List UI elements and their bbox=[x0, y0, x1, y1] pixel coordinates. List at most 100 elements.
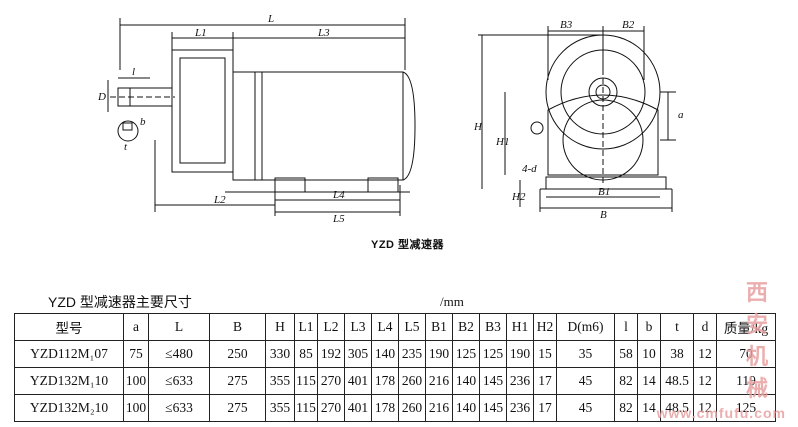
column-header: L5 bbox=[398, 313, 426, 341]
table-cell: 260 bbox=[398, 394, 426, 422]
table-cell: 140 bbox=[452, 394, 480, 422]
label-t: t bbox=[124, 141, 128, 153]
table-cell: 125 bbox=[479, 340, 507, 368]
table-cell: 178 bbox=[371, 394, 399, 422]
column-header: 型号 bbox=[14, 313, 124, 341]
label-D: D bbox=[97, 91, 106, 103]
table-cell: 192 bbox=[317, 340, 345, 368]
technical-drawing: L L1 L3 L2 L4 L5 l D b t B3 B2 H H1 a 4-… bbox=[97, 13, 684, 225]
column-header: L3 bbox=[344, 313, 372, 341]
column-header: L bbox=[148, 313, 210, 341]
table-cell: 100 bbox=[123, 394, 149, 422]
table-cell: 12 bbox=[693, 367, 717, 395]
column-header: H1 bbox=[506, 313, 534, 341]
table-cell: 115 bbox=[294, 367, 318, 395]
table-cell: 35 bbox=[556, 340, 615, 368]
table-cell: YZD132M₂10 bbox=[14, 394, 124, 422]
table-cell: ≤633 bbox=[148, 367, 210, 395]
table-unit: /mm bbox=[440, 294, 464, 309]
dimensions-table: 型号 a L B H L1 L2 L3 L4 L5 B1 B2 B3 H1 H2… bbox=[14, 313, 776, 422]
table-title: YZD 型减速器主要尺寸 bbox=[48, 294, 192, 310]
column-header: d bbox=[693, 313, 717, 341]
column-header: l bbox=[614, 313, 638, 341]
table-cell: 305 bbox=[344, 340, 372, 368]
table-cell: 17 bbox=[533, 394, 557, 422]
column-header: D(m6) bbox=[556, 313, 615, 341]
table-cell: 178 bbox=[371, 367, 399, 395]
table-cell: 82 bbox=[614, 367, 638, 395]
table-cell: 140 bbox=[452, 367, 480, 395]
column-header: a bbox=[123, 313, 149, 341]
label-B: B bbox=[600, 209, 607, 221]
table-cell: 216 bbox=[425, 394, 453, 422]
column-header: H2 bbox=[533, 313, 557, 341]
label-L1: L1 bbox=[194, 27, 207, 39]
label-B1: B1 bbox=[598, 186, 610, 198]
table-cell: ≤633 bbox=[148, 394, 210, 422]
label-L4: L4 bbox=[332, 189, 345, 201]
watermark-url: www.cmfufu.com bbox=[656, 405, 786, 421]
table-cell: 70 bbox=[716, 340, 776, 368]
table-cell: 235 bbox=[398, 340, 426, 368]
table-cell: 17 bbox=[533, 367, 557, 395]
label-L3: L3 bbox=[317, 27, 330, 39]
label-H1: H1 bbox=[495, 136, 509, 148]
label-B3: B3 bbox=[560, 19, 573, 31]
table-cell: 115 bbox=[294, 394, 318, 422]
table-cell: 45 bbox=[556, 367, 615, 395]
label-H2: H2 bbox=[511, 191, 526, 203]
column-header: t bbox=[660, 313, 694, 341]
table-cell: 48.5 bbox=[660, 367, 694, 395]
table-cell: 15 bbox=[533, 340, 557, 368]
table-cell: 125 bbox=[452, 340, 480, 368]
table-cell: 355 bbox=[265, 394, 295, 422]
label-a: a bbox=[678, 109, 684, 121]
table-cell: YZD112M₁07 bbox=[14, 340, 124, 368]
table-cell: 12 bbox=[693, 394, 717, 422]
column-header: B1 bbox=[425, 313, 453, 341]
table-cell: 401 bbox=[344, 394, 372, 422]
table-cell: 48.5 bbox=[660, 394, 694, 422]
table-cell: 140 bbox=[371, 340, 399, 368]
column-header: B3 bbox=[479, 313, 507, 341]
column-header: L1 bbox=[294, 313, 318, 341]
drawing-caption: YZD 型减速器 bbox=[371, 239, 445, 251]
label-L2: L2 bbox=[213, 194, 226, 206]
table-cell: 190 bbox=[425, 340, 453, 368]
table-cell: 119 bbox=[716, 367, 776, 395]
table-cell: 82 bbox=[614, 394, 638, 422]
table-cell: 58 bbox=[614, 340, 638, 368]
table-cell: 85 bbox=[294, 340, 318, 368]
table-cell: 270 bbox=[317, 367, 345, 395]
table-cell: 236 bbox=[506, 367, 534, 395]
table-cell: 216 bbox=[425, 367, 453, 395]
table-cell: 260 bbox=[398, 367, 426, 395]
table-header-row: 型号 a L B H L1 L2 L3 L4 L5 B1 B2 B3 H1 H2… bbox=[14, 313, 776, 341]
column-header: B bbox=[209, 313, 266, 341]
table-cell: 125 bbox=[716, 394, 776, 422]
label-L: L bbox=[267, 13, 274, 25]
table-cell: 45 bbox=[556, 394, 615, 422]
column-header: L4 bbox=[371, 313, 399, 341]
table-cell: 401 bbox=[344, 367, 372, 395]
watermark-text: 西安机械 bbox=[745, 280, 774, 401]
table-cell: 275 bbox=[209, 394, 266, 422]
column-header: L2 bbox=[317, 313, 345, 341]
label-l: l bbox=[132, 66, 135, 78]
table-cell: 14 bbox=[637, 367, 661, 395]
label-b: b bbox=[140, 116, 146, 128]
table-cell: 250 bbox=[209, 340, 266, 368]
column-header: 质量/kg bbox=[716, 313, 776, 341]
label-H: H bbox=[473, 121, 483, 133]
table-cell: 145 bbox=[479, 367, 507, 395]
table-cell: 75 bbox=[123, 340, 149, 368]
table-cell: 100 bbox=[123, 367, 149, 395]
table-cell: 38 bbox=[660, 340, 694, 368]
table-cell: 10 bbox=[637, 340, 661, 368]
column-header: H bbox=[265, 313, 295, 341]
column-header: B2 bbox=[452, 313, 480, 341]
table-cell: 145 bbox=[479, 394, 507, 422]
table-cell: 275 bbox=[209, 367, 266, 395]
table-cell: 190 bbox=[506, 340, 534, 368]
